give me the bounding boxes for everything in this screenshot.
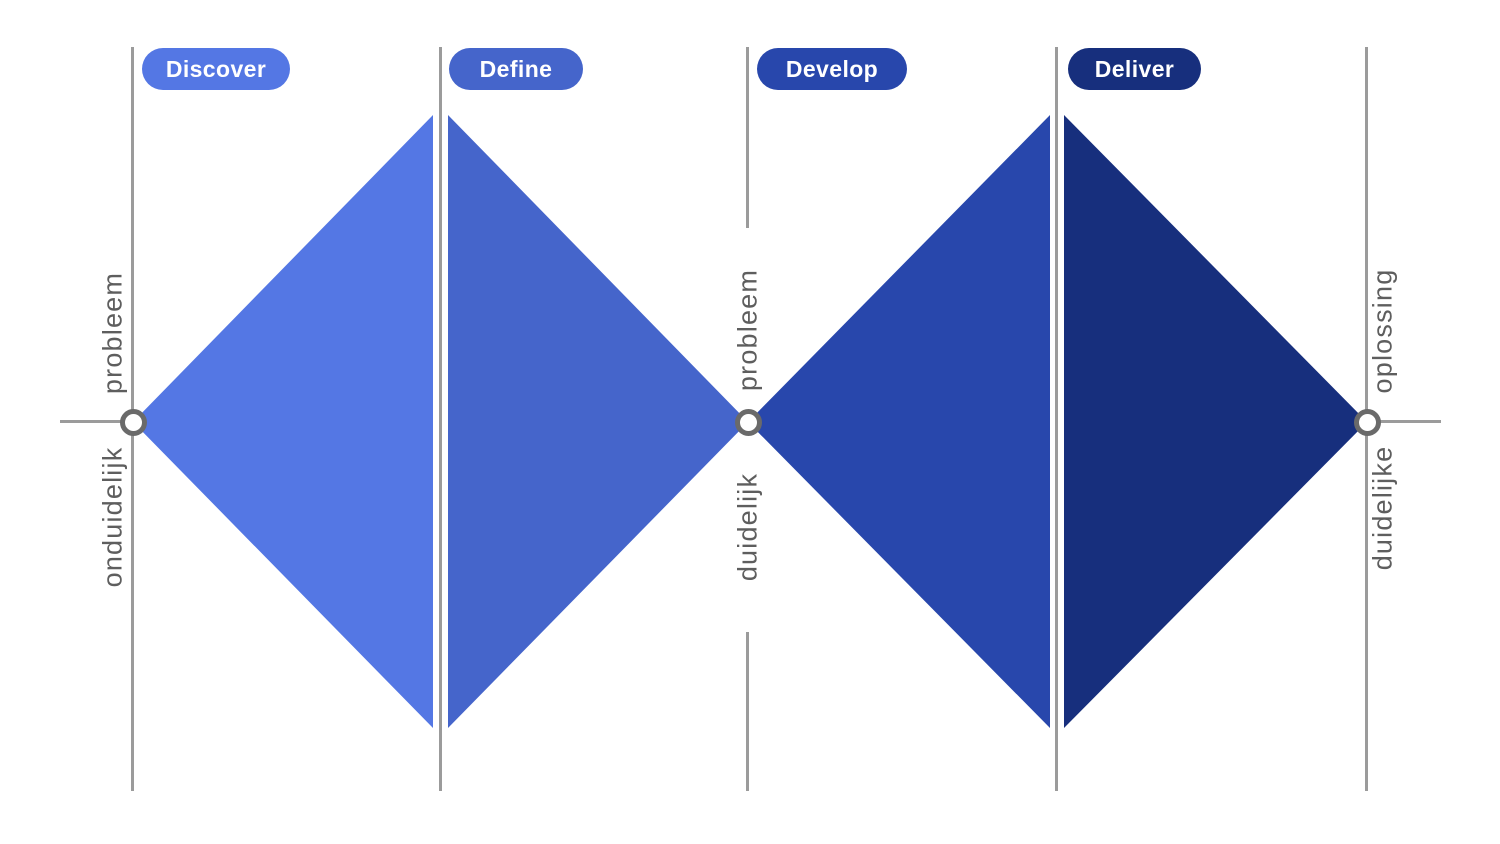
deliver-triangle bbox=[1064, 115, 1367, 728]
axis-label-center-bottom: duidelijk bbox=[732, 472, 763, 582]
axis-line-left bbox=[60, 420, 134, 423]
deliver-phase-label: Deliver bbox=[1094, 55, 1175, 82]
develop-triangle bbox=[748, 115, 1050, 728]
boundary-line-deliver bbox=[1055, 47, 1058, 791]
axis-label-right-top: oplossing bbox=[1367, 268, 1398, 394]
axis-label-left-bottom: onduidelijk bbox=[97, 446, 128, 588]
clear-solution-marker bbox=[1354, 409, 1381, 436]
axis-label-left-top: probleem bbox=[97, 271, 128, 395]
deliver-phase-pill: Deliver bbox=[1068, 48, 1201, 90]
clear-problem-marker bbox=[735, 409, 762, 436]
axis-label-center-top: probleem bbox=[732, 268, 763, 392]
develop-phase-label: Develop bbox=[785, 55, 879, 82]
define-phase-pill: Define bbox=[449, 48, 583, 90]
define-phase-label: Define bbox=[479, 55, 553, 82]
boundary-line-center-top bbox=[746, 47, 749, 228]
boundary-line-center-bottom bbox=[746, 632, 749, 791]
discover-triangle bbox=[133, 115, 433, 728]
discover-phase-label: Discover bbox=[165, 55, 267, 82]
discover-phase-pill: Discover bbox=[142, 48, 290, 90]
boundary-line-define bbox=[439, 47, 442, 791]
define-triangle bbox=[448, 115, 748, 728]
axis-line-right bbox=[1367, 420, 1441, 423]
develop-phase-pill: Develop bbox=[757, 48, 907, 90]
unclear-problem-marker bbox=[120, 409, 147, 436]
axis-label-right-bottom: duidelijke bbox=[1367, 445, 1398, 571]
